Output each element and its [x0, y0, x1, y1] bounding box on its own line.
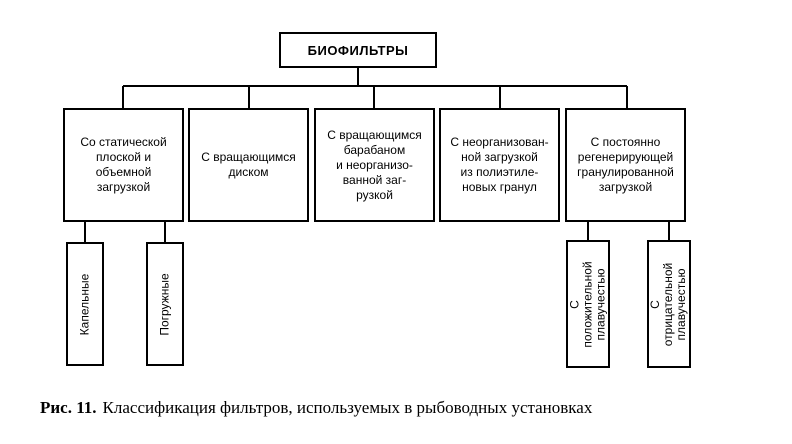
subtype-node-negative-buoyancy: С отрицательной плавучестью: [647, 240, 691, 368]
subtype-node-submerged: Погружные: [146, 242, 184, 366]
subtype-label: С отрицательной плавучестью: [648, 262, 689, 346]
figure-caption-text: Классификация фильтров, используемых в р…: [102, 398, 593, 417]
category-node-static: Со статической плоской и объемной загруз…: [63, 108, 184, 222]
category-label: С неорганизован- ной загрузкой из полиэт…: [450, 135, 549, 194]
category-label: С вращающимся диском: [201, 150, 296, 179]
category-node-disk: С вращающимся диском: [188, 108, 309, 222]
subtype-label: Капельные: [77, 273, 92, 335]
root-label: БИОФИЛЬТРЫ: [307, 42, 409, 58]
category-node-regenerating: С постоянно регенерирующей гранулированн…: [565, 108, 686, 222]
root-node: БИОФИЛЬТРЫ: [279, 32, 437, 68]
category-node-drum: С вращающимся барабаном и неорганизо- ва…: [314, 108, 435, 222]
category-label: С вращающимся барабаном и неорганизо- ва…: [327, 127, 422, 202]
category-node-granules: С неорганизован- ной загрузкой из полиэт…: [439, 108, 560, 222]
figure-number: Рис. 11.: [40, 398, 97, 417]
category-label: Со статической плоской и объемной загруз…: [80, 135, 167, 194]
category-label: С постоянно регенерирующей гранулированн…: [577, 135, 674, 194]
figure-caption: Рис. 11. Классификация фильтров, использу…: [40, 398, 780, 418]
subtype-node-drip: Капельные: [66, 242, 104, 366]
subtype-label: С положительной плавучестью: [567, 260, 608, 348]
subtype-label: Погружные: [157, 272, 172, 336]
subtype-node-positive-buoyancy: С положительной плавучестью: [566, 240, 610, 368]
